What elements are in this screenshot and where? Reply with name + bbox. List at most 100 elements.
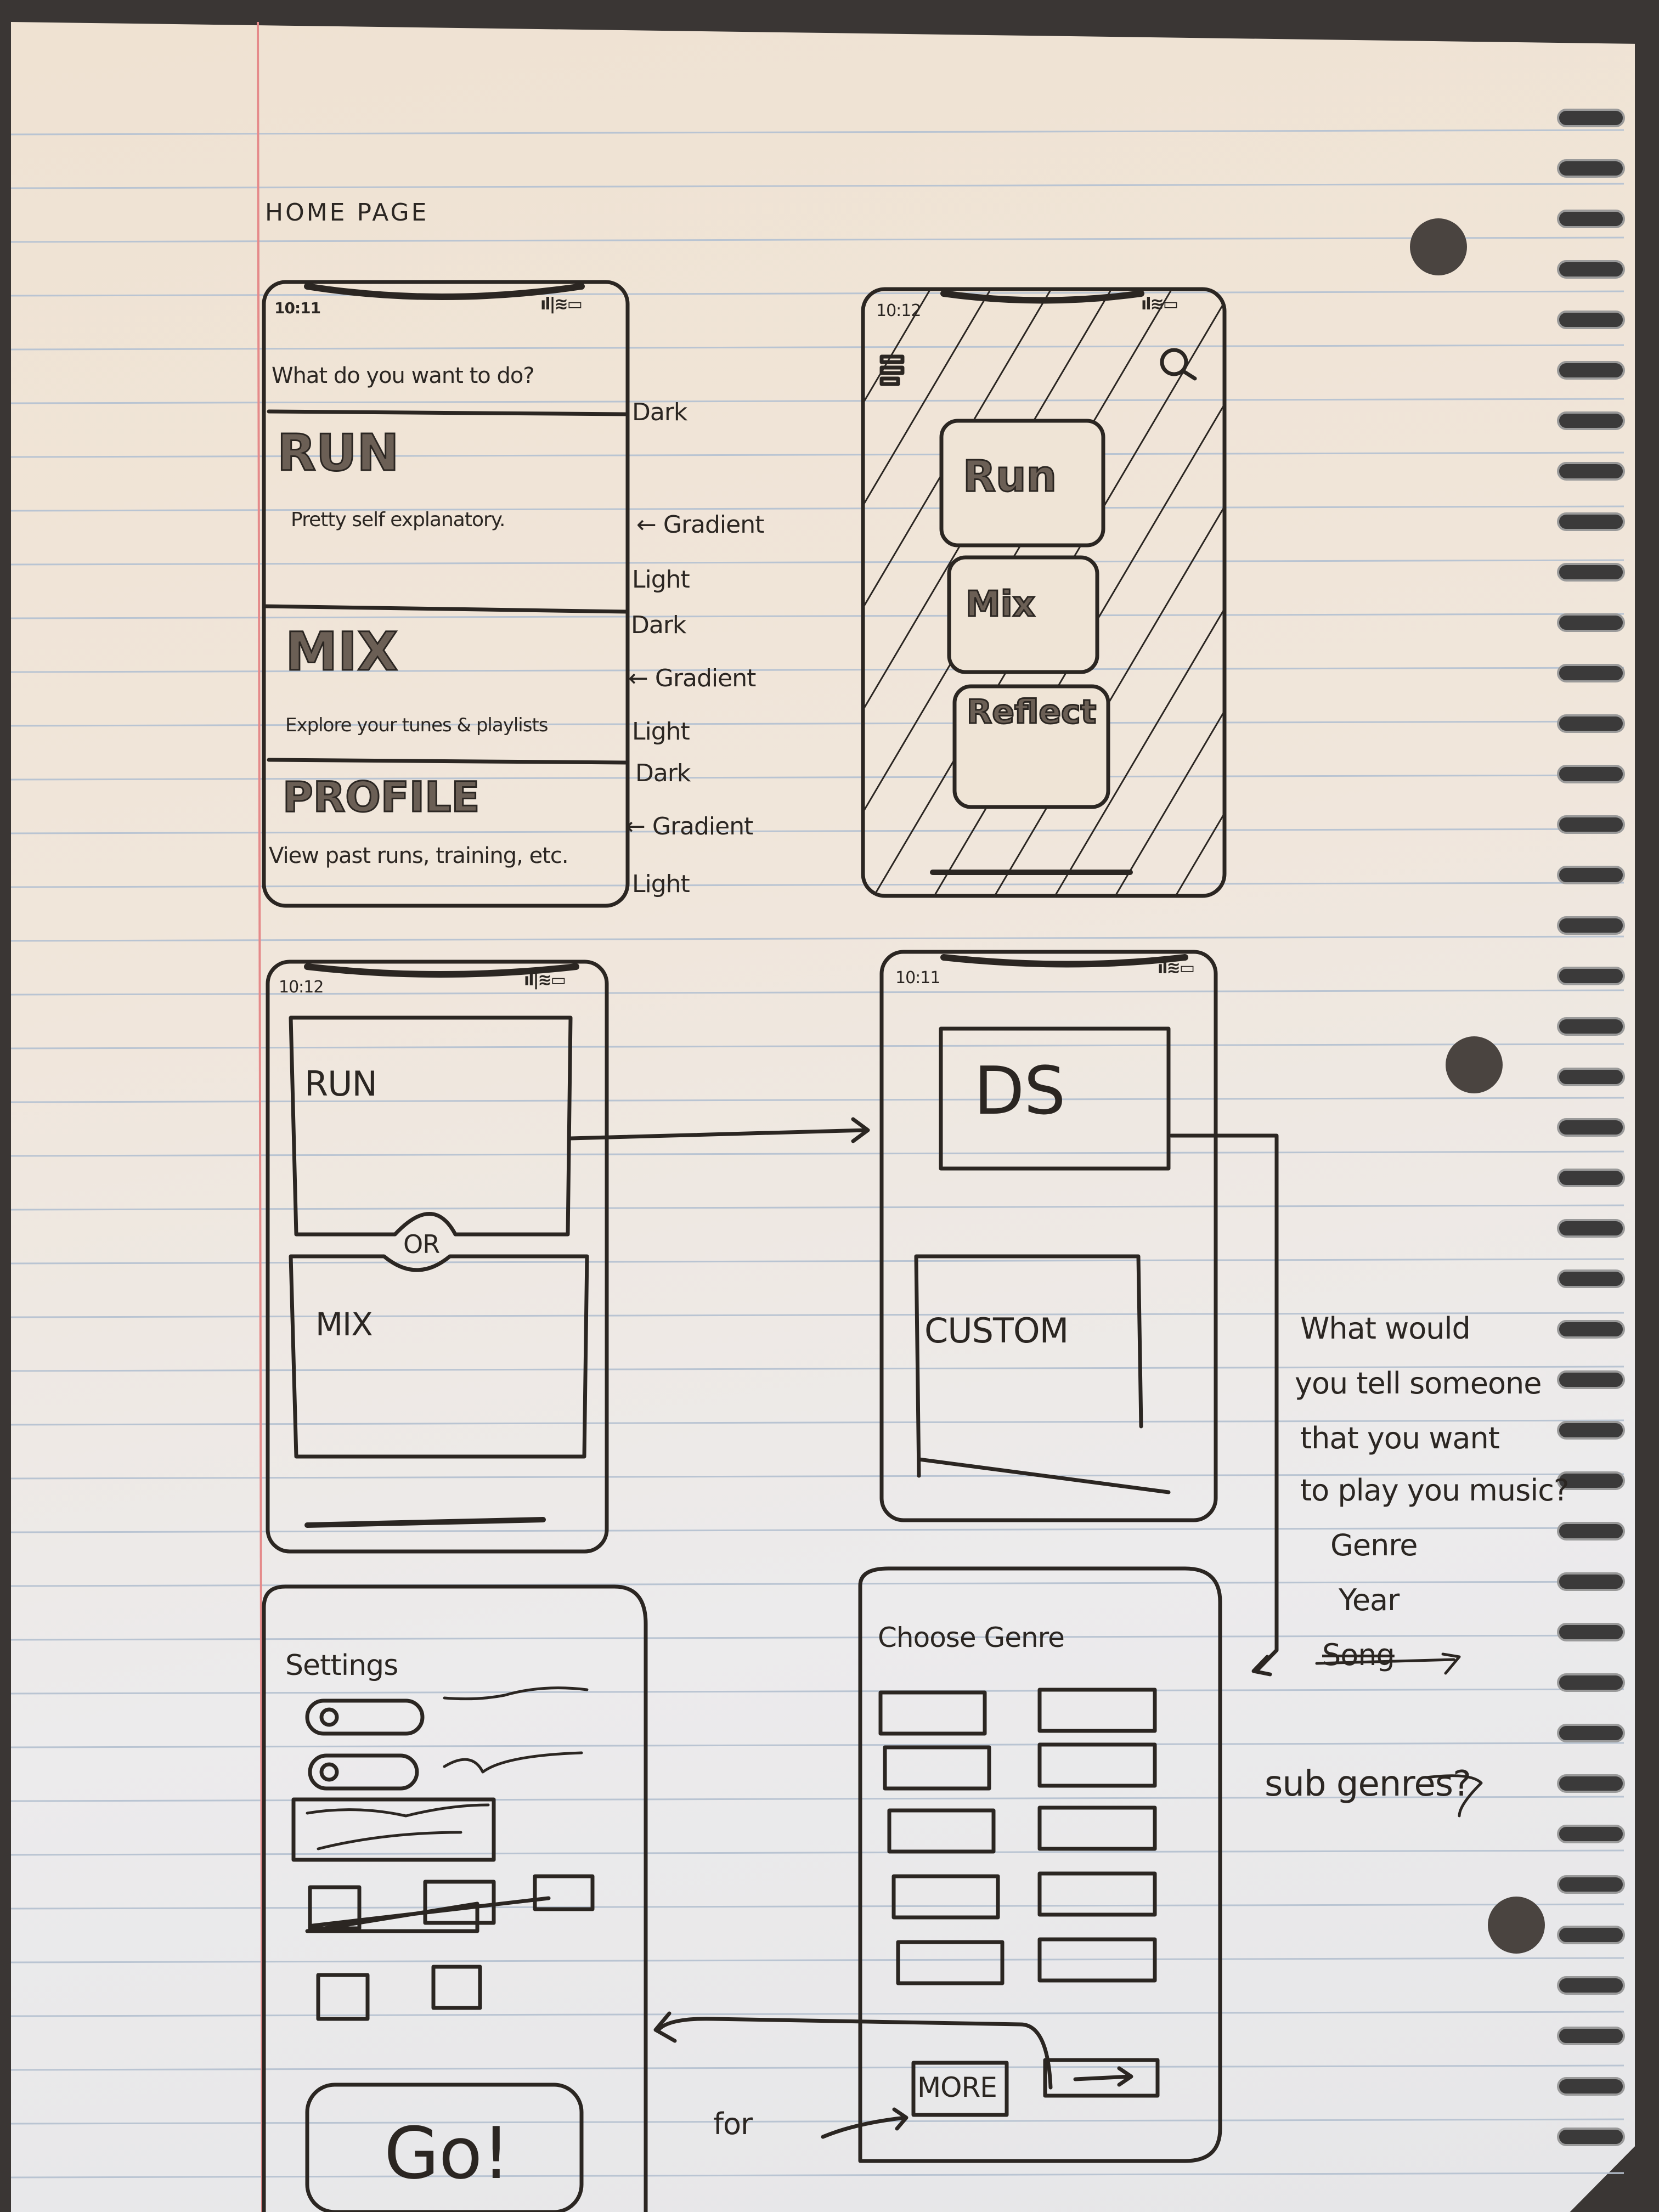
spiral-ring (1557, 866, 1625, 884)
go-button[interactable]: Go! (384, 2112, 510, 2195)
spiral-ring (1557, 664, 1625, 682)
phone-frame-choose-genre (858, 1566, 1222, 2163)
margin-line (257, 21, 263, 2212)
mix-button[interactable]: Mix (965, 584, 1036, 625)
section-mix-title[interactable]: MIX (284, 621, 398, 682)
punch-hole (1410, 218, 1467, 275)
status-icons: ıl|≋▭ (540, 295, 583, 314)
card-scribble (306, 1803, 490, 1850)
rule-line (10, 1312, 1624, 1318)
genre-tile (896, 1940, 1005, 1985)
spiral-ring (1557, 1169, 1625, 1187)
song-strike (1315, 1652, 1461, 1675)
ds-option[interactable]: DS (974, 1053, 1066, 1130)
mix-button-frame (947, 555, 1099, 674)
settings-title: Settings (285, 1649, 398, 1682)
rule-line (10, 1634, 1624, 1641)
toggle-label-scribble (443, 1686, 589, 1701)
rule-line (10, 2011, 1624, 2017)
genre-tile (1037, 1688, 1157, 1733)
rule-line (10, 935, 1624, 942)
hatch-line (863, 289, 1115, 896)
section-divider (267, 758, 628, 765)
spiral-ring (1557, 311, 1625, 329)
spiral-ring (1557, 613, 1625, 632)
section-mix-desc: Explore your tunes & playlists (285, 714, 548, 736)
rule-line (10, 1365, 1624, 1372)
more-button-frame (911, 2061, 1009, 2117)
spiral-ring (1557, 967, 1625, 985)
spiral-ring (1557, 916, 1625, 935)
sub-genres-note: sub genres? (1265, 1764, 1471, 1804)
phone-frame-home-list (262, 280, 630, 908)
setting-tile (431, 1965, 482, 2010)
run-option-frame (289, 1015, 573, 1237)
note-gradient: ← Gradient (636, 511, 764, 539)
phone-frame-run-or-mix (266, 960, 609, 1554)
rule-line (10, 1097, 1624, 1103)
genre-tile (887, 1808, 996, 1854)
toggle-label-scribble (443, 1751, 583, 1774)
status-time: 10:11 (895, 968, 940, 988)
section-run-desc: Pretty self explanatory. (291, 509, 505, 531)
genre-tile (1037, 1742, 1157, 1788)
note-line: to play you music? (1300, 1473, 1570, 1508)
section-profile-title[interactable]: PROFILE (281, 772, 480, 821)
genre-tile (883, 1745, 991, 1791)
rule-line (10, 1796, 1624, 1802)
spiral-ring (1557, 765, 1625, 783)
note-line: you tell someone (1295, 1366, 1542, 1401)
spiral-ring (1557, 1875, 1625, 1894)
rule-line (10, 559, 1624, 566)
genre-grid (878, 1688, 1157, 1985)
note-line: that you want (1300, 1421, 1500, 1455)
spiral-ring (1557, 462, 1625, 481)
phone-frame-run-type (879, 950, 1218, 1522)
genre-tile (1037, 1805, 1157, 1851)
go-button-frame (305, 2083, 584, 2212)
punch-holes (1410, 218, 1545, 1954)
status-icons: ıl≋▭ (1141, 295, 1178, 314)
spiral-ring (1557, 1269, 1625, 1288)
rule-line (10, 613, 1624, 619)
spiral-ring (1557, 815, 1625, 834)
custom-option[interactable]: CUSTOM (924, 1311, 1069, 1351)
reflect-button[interactable]: Reflect (966, 693, 1097, 731)
spiral-ring (1557, 1774, 1625, 1793)
phone-notch (940, 290, 1144, 304)
phone-frame-settings (262, 1584, 648, 2212)
rule-line (10, 882, 1624, 888)
ruled-lines (10, 129, 1624, 2179)
rule-line (10, 1527, 1624, 1533)
home-indicator (304, 1517, 546, 1528)
note-light: Light (632, 718, 690, 746)
rule-line (10, 290, 1624, 297)
run-option[interactable]: RUN (304, 1064, 377, 1104)
run-button[interactable]: Run (962, 452, 1057, 501)
setting-tile (316, 1973, 370, 2021)
rule-line (10, 1258, 1624, 1265)
status-time: 10:12 (279, 978, 324, 997)
spiral-ring (1557, 1724, 1625, 1742)
arrow-right-icon (1073, 2066, 1133, 2087)
spiral-ring (1557, 2128, 1625, 2146)
phone-notch (304, 283, 585, 300)
spiral-ring (1557, 1926, 1625, 1944)
reflect-button-frame (952, 684, 1110, 809)
rule-line (10, 989, 1624, 996)
spiral-ring (1557, 1017, 1625, 1036)
more-button[interactable]: MORE (917, 2072, 997, 2103)
toggle (308, 1753, 419, 1791)
rule-line (10, 720, 1624, 727)
mix-option[interactable]: MIX (315, 1306, 373, 1343)
spiral-ring (1557, 361, 1625, 380)
note-option-year: Year (1339, 1583, 1400, 1617)
spiral-ring (1557, 1673, 1625, 1692)
or-separator: OR (403, 1229, 440, 1259)
rule-line (10, 1742, 1624, 1748)
section-run-title[interactable]: RUN (276, 424, 400, 482)
notebook-paper (11, 22, 1635, 2212)
spiral-ring (1557, 1623, 1625, 1641)
phone-notch (940, 954, 1188, 968)
